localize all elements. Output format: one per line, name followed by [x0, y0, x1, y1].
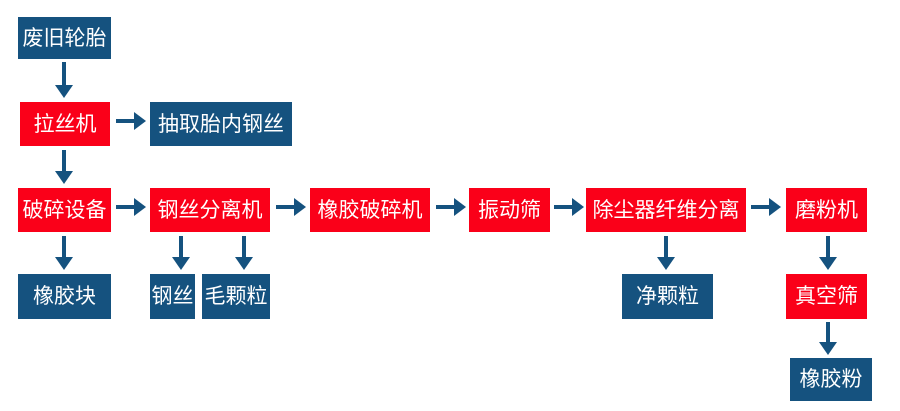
- arrow-crushing-to-steel-wire-separator: [116, 196, 146, 218]
- flow-node-hairy-granule[interactable]: 毛颗粒: [202, 274, 270, 319]
- flow-node-steel-wire-separator[interactable]: 钢丝分离机: [150, 188, 270, 232]
- flow-node-extract-bead-wire[interactable]: 抽取胎内钢丝: [150, 102, 292, 146]
- arrow-waste-tire-to-wire-drawing-machine: [53, 62, 75, 98]
- arrow-dust-separator-to-clean-granule: [655, 236, 677, 270]
- arrow-separator-to-steel-wire: [170, 236, 192, 270]
- flow-node-wire-drawing-machine[interactable]: 拉丝机: [20, 102, 110, 146]
- flow-node-clean-granule[interactable]: 净颗粒: [622, 274, 713, 319]
- arrow-crushing-to-rubber-block: [53, 236, 75, 270]
- arrow-wire-drawing-machine-to-crushing: [53, 150, 75, 184]
- arrow-vibrating-screen-to-dust-fiber-separator: [554, 196, 584, 218]
- arrow-dust-fiber-separator-to-pulverizer: [751, 196, 781, 218]
- flow-node-rubber-powder[interactable]: 橡胶粉: [790, 358, 872, 401]
- flow-node-vacuum-screen[interactable]: 真空筛: [786, 274, 867, 319]
- flow-node-pulverizer[interactable]: 磨粉机: [786, 188, 867, 232]
- flow-node-rubber-crusher[interactable]: 橡胶破碎机: [310, 188, 430, 232]
- flow-node-rubber-block[interactable]: 橡胶块: [18, 274, 111, 319]
- flow-node-crushing-equipment[interactable]: 破碎设备: [18, 188, 111, 232]
- flow-node-vibrating-screen[interactable]: 振动筛: [469, 188, 550, 232]
- flow-node-waste-tire[interactable]: 废旧轮胎: [18, 17, 111, 59]
- flow-node-steel-wire[interactable]: 钢丝: [150, 274, 195, 319]
- flow-node-dust-fiber-separator[interactable]: 除尘器纤维分离: [586, 188, 746, 232]
- arrow-steel-wire-separator-to-rubber-crusher: [276, 196, 306, 218]
- arrow-wire-drawing-machine-to-extract-bead-wire: [116, 110, 146, 132]
- arrow-rubber-crusher-to-vibrating-screen: [436, 196, 466, 218]
- arrow-separator-to-hairy-granule: [233, 236, 255, 270]
- arrow-pulverizer-to-vacuum-screen: [817, 236, 839, 270]
- arrow-vacuum-screen-to-rubber-powder: [817, 322, 839, 355]
